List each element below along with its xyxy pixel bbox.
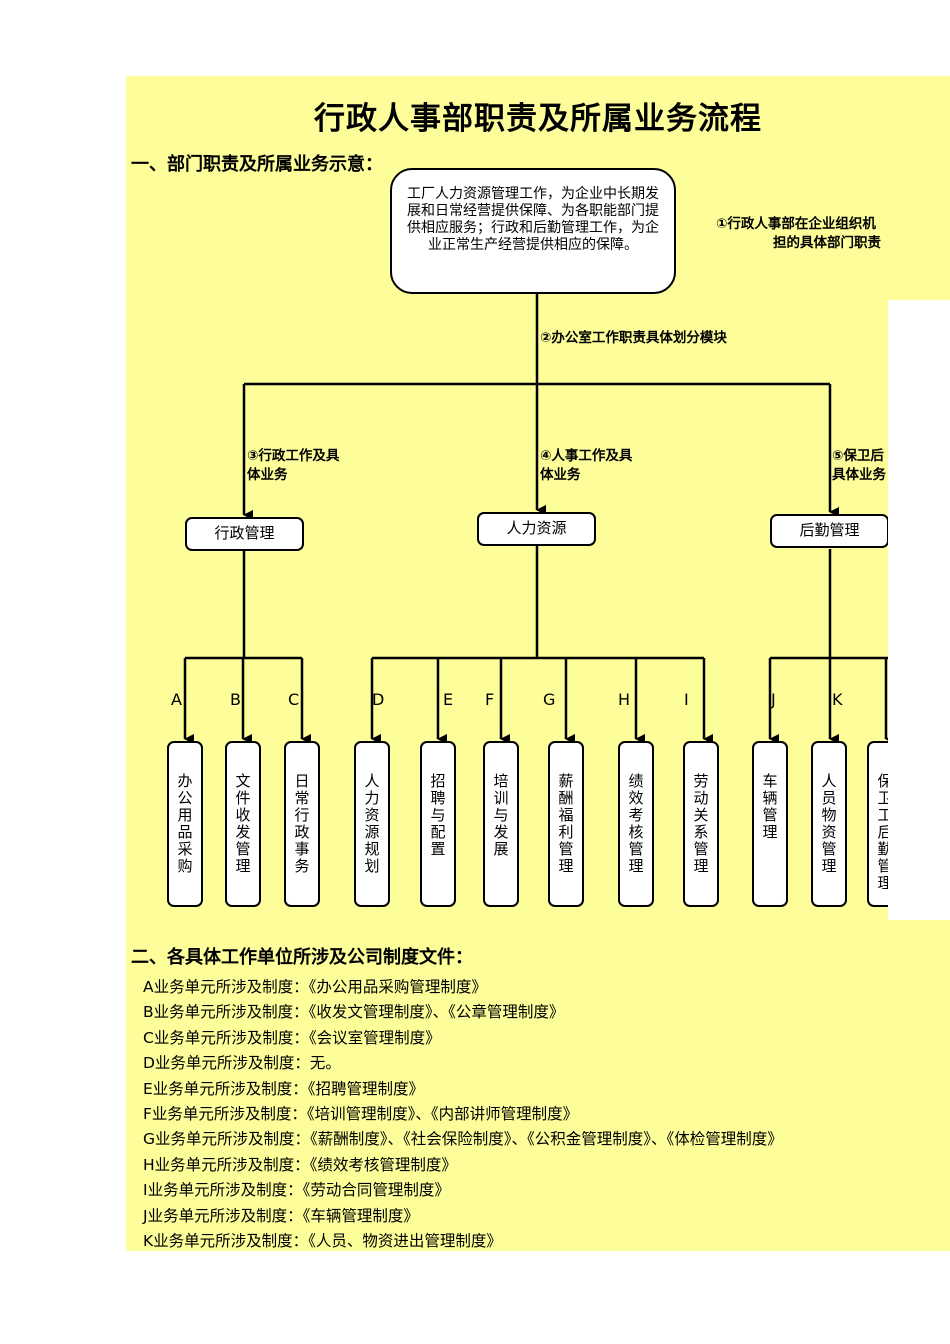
- note-5-line-1: ⑤保卫后: [832, 448, 884, 464]
- rule-item-a: A业务单元所涉及制度：《办公用品采购管理制度》: [143, 978, 487, 996]
- note-5-line-2: 具体业务: [832, 467, 886, 483]
- section-2-heading: 二、各具体工作单位所涉及公司制度文件：: [131, 947, 473, 968]
- note-3-line-2: 体业务: [247, 467, 288, 483]
- unit-box-a: 办公用品采购: [167, 741, 203, 907]
- rule-item-d: D业务单元所涉及制度：无。: [143, 1054, 341, 1073]
- unit-box-k: 人员物资管理: [811, 741, 847, 907]
- page-title: 行政人事部职责及所属业务流程: [314, 101, 762, 137]
- unit-letter-j: J: [771, 690, 776, 709]
- unit-box-g: 薪酬福利管理: [548, 741, 584, 907]
- rule-item-c: C业务单元所涉及制度：《会议室管理制度》: [143, 1028, 441, 1047]
- unit-box-h: 绩效考核管理: [618, 741, 654, 907]
- rule-item-g: G业务单元所涉及制度：《薪酬制度》、《社会保险制度》、《公积金管理制度》、《体检…: [143, 1130, 783, 1149]
- unit-label-h: 绩效考核管理: [628, 772, 644, 875]
- dept-hr-box: 人力资源: [477, 512, 596, 546]
- note-4-line-1: ④人事工作及具: [540, 448, 633, 464]
- unit-box-e: 招聘与配置: [420, 741, 456, 907]
- unit-box-d: 人力资源规划: [354, 741, 390, 907]
- dept-admin-box: 行政管理: [185, 517, 304, 551]
- unit-label-i: 劳动关系管理: [693, 772, 709, 875]
- rule-item-k: K业务单元所涉及制度：《人员、物资进出管理制度》: [143, 1231, 502, 1250]
- rules-list: A业务单元所涉及制度：《办公用品采购管理制度》 B业务单元所涉及制度：《收发文管…: [143, 975, 783, 1254]
- unit-label-c: 日常行政事务: [294, 772, 310, 875]
- unit-label-a: 办公用品采购: [177, 772, 193, 875]
- unit-box-j: 车辆管理: [752, 741, 788, 907]
- unit-box-i: 劳动关系管理: [683, 741, 719, 907]
- unit-label-b: 文件收发管理: [235, 772, 251, 875]
- unit-box-b: 文件收发管理: [225, 741, 261, 907]
- note-3-line-1: ③行政工作及具: [247, 448, 340, 464]
- rule-item-f: F业务单元所涉及制度：《培训管理制度》、《内部讲师管理制度》: [143, 1104, 579, 1123]
- rule-item-e: E业务单元所涉及制度：《招聘管理制度》: [143, 1079, 425, 1098]
- unit-letter-k: K: [832, 690, 843, 709]
- unit-box-f: 培训与发展: [483, 741, 519, 907]
- rule-item-b: B业务单元所涉及制度：《收发文管理制度》、《公章管理制度》: [143, 1003, 565, 1022]
- unit-letter-g: G: [543, 690, 556, 709]
- unit-letter-a: A: [171, 690, 182, 709]
- unit-letter-c: C: [288, 690, 300, 709]
- rule-item-j: J业务单元所涉及制度：《车辆管理制度》: [143, 1206, 419, 1225]
- rule-item-h: H业务单元所涉及制度：《绩效考核管理制度》: [143, 1155, 457, 1174]
- unit-letter-b: B: [230, 690, 241, 709]
- unit-label-e: 招聘与配置: [430, 772, 446, 858]
- right-margin-clip: [888, 300, 950, 920]
- unit-label-j: 车辆管理: [762, 772, 778, 841]
- rule-item-i: I业务单元所涉及制度：《劳动合同管理制度》: [143, 1181, 450, 1200]
- note-2: ②办公室工作职责具体划分模块: [540, 330, 727, 346]
- department-mission-box: 工厂人力资源管理工作，为企业中长期发展和日常经营提供保障、为各职能部门提供相应服…: [390, 168, 676, 294]
- unit-label-f: 培训与发展: [493, 772, 509, 858]
- unit-label-k: 人员物资管理: [821, 772, 837, 875]
- unit-label-d: 人力资源规划: [364, 772, 380, 875]
- unit-letter-f: F: [485, 690, 495, 709]
- unit-box-c: 日常行政事务: [284, 741, 320, 907]
- dept-logistics-box: 后勤管理: [770, 514, 889, 548]
- section-1-heading: 一、部门职责及所属业务示意：: [131, 154, 383, 175]
- unit-letter-e: E: [443, 690, 454, 709]
- note-4-line-2: 体业务: [540, 467, 581, 483]
- note-1-line-1: ①行政人事部在企业组织机: [716, 216, 876, 232]
- unit-letter-i: I: [684, 690, 689, 709]
- unit-letter-d: D: [372, 690, 385, 709]
- note-1-line-2: 担的具体部门职责: [773, 235, 881, 251]
- unit-letter-h: H: [618, 690, 631, 709]
- unit-label-g: 薪酬福利管理: [558, 772, 574, 875]
